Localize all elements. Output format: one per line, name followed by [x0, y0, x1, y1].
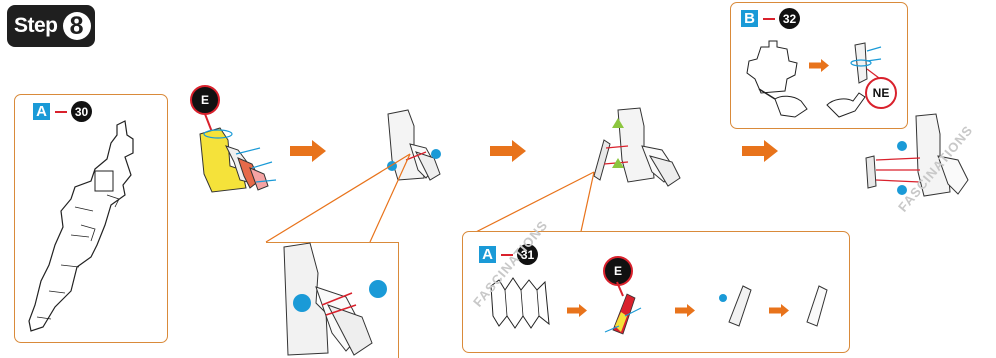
zoom-detail-art: [266, 243, 398, 358]
badge-dash: [763, 18, 775, 20]
panel-part-a30: A 30: [14, 94, 168, 343]
panel-part-b32: B 32 NE: [730, 2, 908, 129]
step-label: Step: [14, 14, 58, 38]
part-32-flat-with-hand: [741, 39, 811, 119]
panel-part-a31: A 31 E: [462, 231, 850, 353]
part-number-31: 31: [517, 244, 538, 265]
part-number-32: 32: [779, 8, 800, 29]
part-31-glued: [601, 282, 651, 338]
part-30-outline: [15, 95, 167, 342]
flow-arrow: [490, 140, 526, 162]
part-31-flat: [485, 276, 555, 332]
part-31-folded: [717, 280, 757, 330]
flow-arrow-small: [769, 304, 789, 317]
step-number: 8: [63, 12, 91, 40]
flow-arrow-small: [675, 304, 695, 317]
assembly-final: [864, 112, 974, 212]
sheet-badge-b: B: [741, 10, 758, 27]
flow-arrow-small: [567, 304, 587, 317]
zoom-leader-lines: [260, 150, 420, 250]
part-31-finished: [801, 280, 831, 330]
flow-arrow: [742, 140, 778, 162]
zoom-detail-panel: [266, 242, 399, 358]
step-badge: Step 8: [7, 5, 95, 47]
assembly-step-3: [588, 106, 698, 191]
no-glue-callout: NE: [865, 77, 897, 109]
zoom-leader-lines: [460, 170, 600, 240]
badge-dash: [501, 254, 513, 256]
sheet-badge-a: A: [479, 246, 496, 263]
